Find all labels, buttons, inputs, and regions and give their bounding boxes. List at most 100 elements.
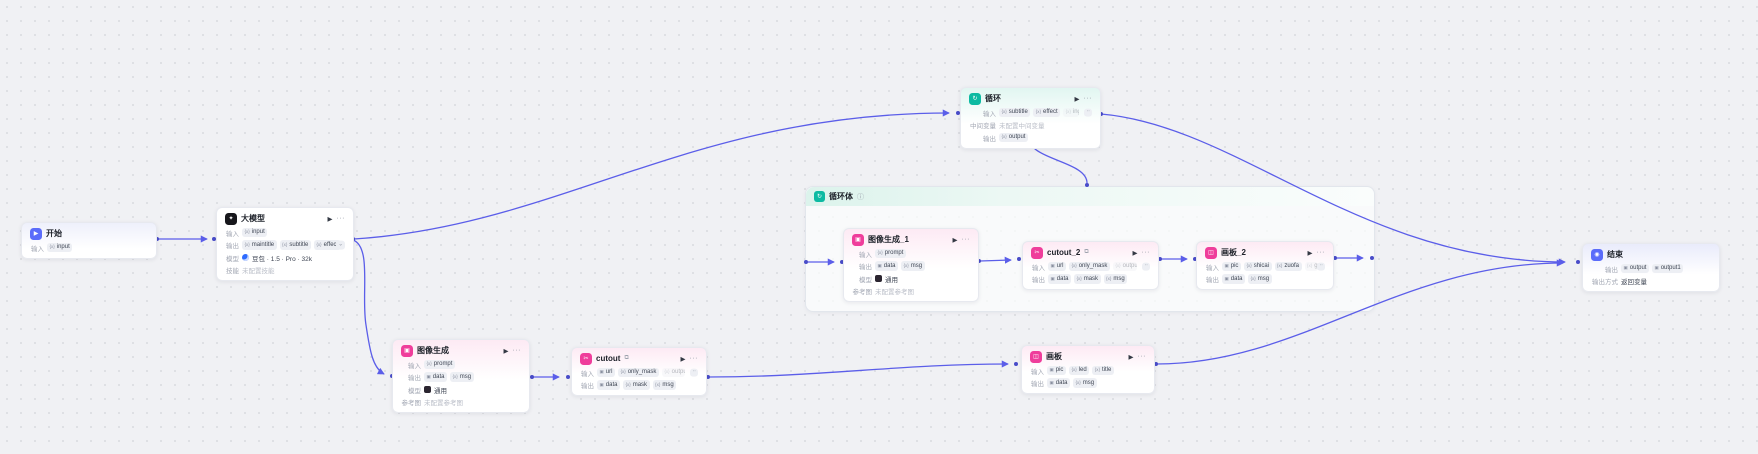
string-type-icon: {x} [282,241,288,247]
var-tag: ▣data [875,261,898,271]
cutout-icon: ✂ [580,352,592,365]
node-start[interactable]: ▶ 开始 输入 {x}input [21,222,157,259]
string-type-icon: {x} [316,241,322,247]
image-type-icon: ▣ [877,262,882,268]
more-button[interactable]: ··· [512,347,521,354]
var-tag: ▣data [1048,274,1071,284]
string-type-icon: {x} [1001,109,1007,115]
node-title: 画板 [1046,352,1062,361]
var-tag: {x}msg [449,372,474,382]
node-canvas[interactable]: ◫ 画板 ▶ ··· 输入 ▣pic {x}led {x}title 输出 ▣d… [1021,345,1155,394]
run-button[interactable]: ▶ [680,355,686,363]
node-imggen[interactable]: ▣ 图像生成 ▶ ··· 输入 {x}prompt 输出 ▣data {x}ms… [392,339,530,413]
var-tag: {x}msg [900,261,925,271]
string-type-icon: {x} [1071,367,1077,373]
loop-body-header: ↻ 循环体 ⓘ [806,187,1374,206]
more-button[interactable]: ··· [1137,353,1146,360]
image-type-icon: ▣ [1049,367,1054,373]
string-type-icon: {x} [877,250,883,256]
more-button[interactable]: ··· [1141,249,1150,256]
var-tag: {x}maintitle [242,240,277,250]
row-label: 输出 [408,375,421,382]
node-loop[interactable]: ↻ 循环 ▶ ··· 输入 {x}subtitle {x}effect {x}i… [960,87,1101,149]
run-button[interactable]: ▶ [1074,95,1080,103]
var-tag: {x}only_mask [617,367,659,378]
node-cutout[interactable]: ✂ cutout ⧉ ▶ ··· 输入 ▣url {x}only_mask {x… [571,347,707,396]
more-button[interactable]: ··· [1083,95,1092,102]
more-button[interactable]: ··· [1316,249,1325,256]
more-button[interactable]: ··· [336,215,345,222]
row-label: 输入 [859,251,872,259]
node-canvas2[interactable]: ◫ 画板_2 ▶ ··· 输入 ▣pic {x}shicai {x}zuofa … [1196,241,1334,290]
image-type-icon: ▣ [599,369,604,375]
string-type-icon: {x} [1094,367,1100,373]
overflow-chip[interactable]: ·· [1084,108,1092,117]
var-tag: ▣url [1048,261,1066,272]
string-type-icon: {x} [1071,263,1077,269]
var-tag: ▣output [1621,263,1649,274]
var-tag: {x}mask [1073,274,1101,284]
var-tag: ▣pic [1222,261,1241,272]
overflow-chip[interactable]: ·· [1142,262,1150,271]
canvas-icon: ◫ [1205,246,1217,259]
node-title: 图像生成_1 [868,235,909,244]
node-cutout2[interactable]: ✂ cutout_2 ⧉ ▶ ··· 输入 ▣url {x}only_mask … [1022,241,1159,290]
run-button[interactable]: ▶ [952,236,958,244]
node-end[interactable]: ◉ 结束 输出 ▣output ▣output1 输出方式 返回变量 [1582,243,1720,292]
var-tag: {x}effect [1033,107,1061,118]
row-label: 中间变量 [970,123,996,130]
more-button[interactable]: ··· [689,355,698,362]
string-type-icon: {x} [1076,275,1082,281]
port-cutout-in[interactable] [566,375,570,379]
var-tag: {x}shicai [1243,261,1272,272]
var-tag: ▣output1 [1651,263,1684,274]
image-type-icon: ▣ [1224,275,1229,281]
row-label: 输出 [859,264,872,271]
run-button[interactable]: ▶ [327,215,333,223]
string-type-icon: {x} [903,262,909,268]
port-imggen-out[interactable] [530,375,534,379]
run-button[interactable]: ▶ [1128,353,1134,361]
image-generation-icon: ▣ [852,233,864,246]
string-type-icon: {x} [1307,263,1313,269]
row-label: 输入 [983,110,996,118]
node-llm[interactable]: ✦ 大模型 ▶ ··· 输入 {x}input 输出 {x}maintitle … [216,207,354,281]
image-type-icon: ▣ [1623,265,1628,271]
doubao-model-icon [242,254,249,261]
node-title: cutout [596,354,621,363]
string-type-icon: {x} [426,361,432,367]
var-tag: ▣url [597,367,615,378]
row-label: 输入 [581,370,594,378]
node-imggen1[interactable]: ▣ 图像生成_1 ▶ ··· 输入 {x}prompt 输出 ▣data {x}… [843,228,979,302]
var-tag: ▣data [597,380,620,390]
port-canvas-in[interactable] [1014,362,1018,366]
string-type-icon: {x} [1065,109,1071,115]
model-avatar-icon [424,386,431,393]
overflow-chip[interactable]: ·· [690,368,698,377]
string-type-icon: {x} [625,381,631,387]
var-tag: {x}only_mask [1068,261,1110,272]
var-tag: {x}led [1068,365,1090,376]
expand-chevron-icon[interactable]: ⌄ [336,240,345,250]
more-button[interactable]: ··· [961,236,970,243]
image-type-icon: ▣ [1050,275,1055,281]
start-icon: ▶ [30,227,42,240]
run-button[interactable]: ▶ [1307,249,1313,257]
row-label: 输出 [983,135,996,143]
row-label: 输入 [1206,264,1219,272]
row-label: 参考图 [852,289,873,296]
port-end-in[interactable] [1576,260,1580,264]
run-button[interactable]: ▶ [1132,249,1138,257]
image-type-icon: ▣ [599,381,604,387]
model-name: 通用 [434,387,447,395]
overflow-chip[interactable]: ·· [1317,262,1325,271]
var-tag-truncated: {x}output_mode [1112,261,1137,272]
row-label: 输入 [31,245,44,253]
row-label: 模型 [859,276,872,284]
run-button[interactable]: ▶ [503,347,509,355]
string-type-icon: {x} [49,244,55,250]
node-title: 大模型 [241,214,265,223]
info-icon[interactable]: ⓘ [857,193,864,201]
var-tag: {x}msg [1103,274,1128,284]
